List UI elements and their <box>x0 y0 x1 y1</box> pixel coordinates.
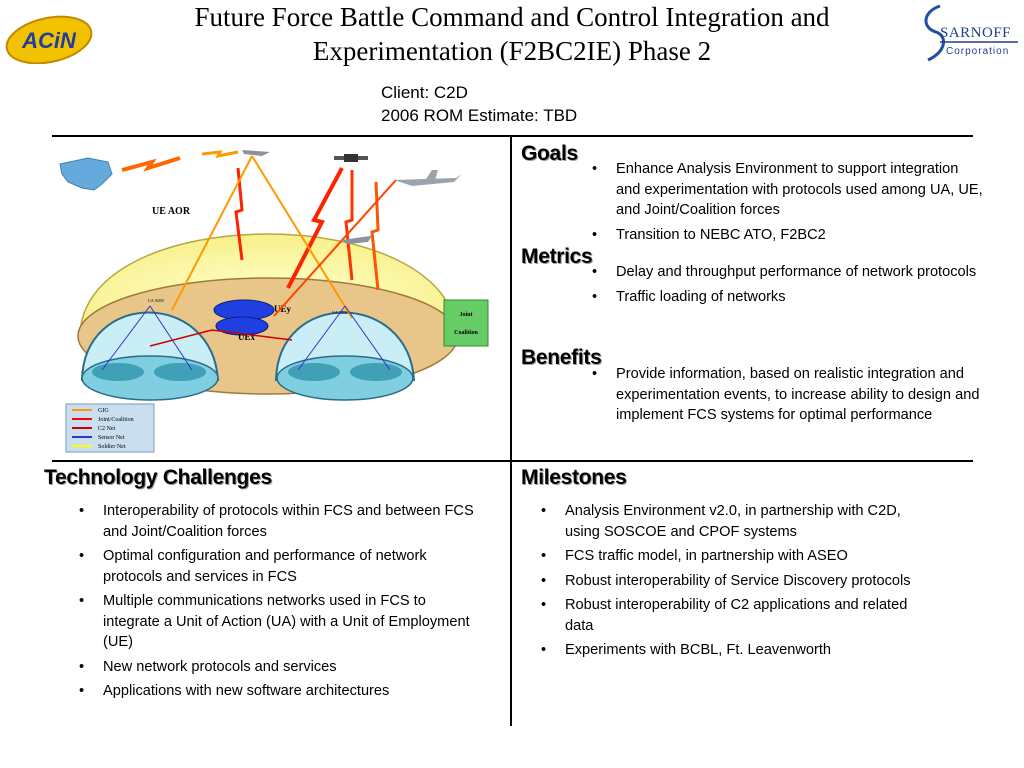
vertical-divider <box>510 136 512 726</box>
technology-challenges-list: Interoperability of protocols within FCS… <box>75 501 475 706</box>
dome-label: UE AOR <box>152 206 191 217</box>
metric-item: Traffic loading of networks <box>588 287 983 308</box>
metric-item: Delay and throughput performance of netw… <box>588 262 983 283</box>
metrics-heading: Metrics <box>521 245 593 268</box>
goal-item: Enhance Analysis Environment to support … <box>588 159 983 221</box>
metrics-list: Delay and throughput performance of netw… <box>588 262 983 311</box>
benefits-heading: Benefits <box>521 346 602 369</box>
challenge-item: Optimal configuration and performance of… <box>75 546 475 587</box>
sarnoff-logo-text: SARNOFF <box>940 25 1011 41</box>
benefit-item: Provide information, based on realistic … <box>588 364 983 426</box>
acin-logo-text: ACiN <box>21 28 77 53</box>
milestone-item: Robust interoperability of C2 applicatio… <box>537 595 937 636</box>
goals-list: Enhance Analysis Environment to support … <box>588 159 983 249</box>
benefits-list: Provide information, based on realistic … <box>588 364 983 430</box>
title-line-2: Experimentation (F2BC2IE) Phase 2 <box>312 36 712 66</box>
acin-logo: ACiN <box>3 12 95 69</box>
client-info: Client: C2D 2006 ROM Estimate: TBD <box>381 81 577 127</box>
ua-left-label: UA ADM <box>148 298 164 303</box>
middle-divider <box>52 460 973 462</box>
sarnoff-logo-subtext: Corporation <box>946 46 1009 57</box>
top-divider <box>52 135 973 137</box>
milestone-item: Experiments with BCBL, Ft. Leavenworth <box>537 640 937 661</box>
milestone-item: Analysis Environment v2.0, in partnershi… <box>537 501 937 542</box>
challenge-item: New network protocols and services <box>75 657 475 678</box>
page-title: Future Force Battle Command and Control … <box>100 0 924 68</box>
rom-estimate-line: 2006 ROM Estimate: TBD <box>381 106 578 125</box>
challenge-item: Interoperability of protocols within FCS… <box>75 501 475 542</box>
title-line-1: Future Force Battle Command and Control … <box>194 2 830 32</box>
technology-challenges-heading: Technology Challenges <box>44 466 272 489</box>
joint-label: Joint <box>459 312 472 318</box>
sarnoff-logo: SARNOFF Corporation <box>918 2 1022 69</box>
legend-label: Joint/Coalition <box>98 417 134 423</box>
coalition-label: Coalition <box>454 330 478 336</box>
milestone-item: Robust interoperability of Service Disco… <box>537 571 937 592</box>
goals-heading: Goals <box>521 142 578 165</box>
uey-label: UEy <box>274 304 292 314</box>
uex-label: UEx <box>238 332 256 342</box>
goal-item: Transition to NEBC ATO, F2BC2 <box>588 225 983 246</box>
milestones-list: Analysis Environment v2.0, in partnershi… <box>537 501 937 665</box>
client-line: Client: C2D <box>381 83 468 102</box>
legend-label: GIG <box>98 408 109 414</box>
network-diagram: UEy UEx UE AOR UA ADM UA ADM <box>52 140 502 463</box>
challenge-item: Multiple communications networks used in… <box>75 591 475 653</box>
legend-label: Soldier Net <box>98 444 126 450</box>
legend-label: C2 Net <box>98 426 115 432</box>
milestone-item: FCS traffic model, in partnership with A… <box>537 546 937 567</box>
legend-label: Sensor Net <box>98 435 125 441</box>
challenge-item: Applications with new software architect… <box>75 681 475 702</box>
milestones-heading: Milestones <box>521 466 627 489</box>
